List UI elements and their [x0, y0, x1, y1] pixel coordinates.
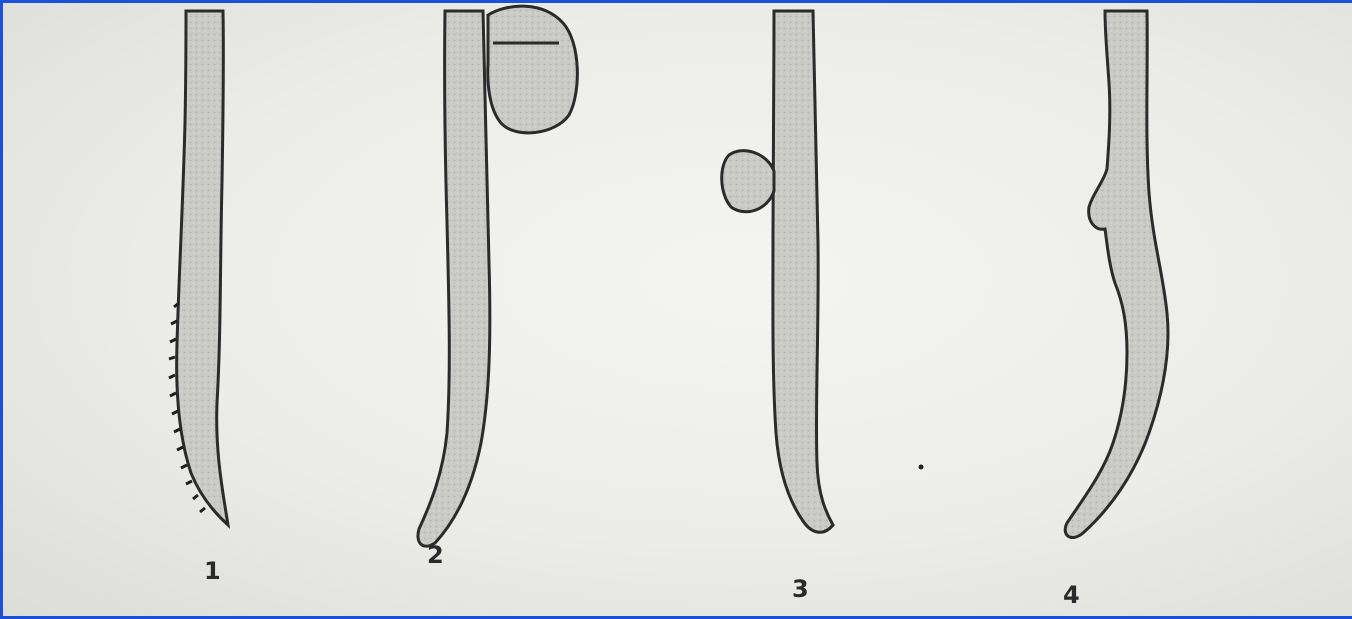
figure-4-filament	[1065, 11, 1168, 538]
figure-label-3: 3	[792, 577, 809, 601]
figure-label-2: 2	[427, 543, 444, 567]
figure-3-filament	[722, 11, 924, 532]
figure-label-4: 4	[1063, 583, 1080, 607]
figure-2-filament	[418, 6, 577, 546]
filament-diagram	[3, 3, 1352, 616]
figure-1-filament	[169, 11, 228, 525]
figure-label-1: 1	[204, 559, 221, 583]
diagram-photo: 1 2 3 4	[3, 3, 1352, 616]
